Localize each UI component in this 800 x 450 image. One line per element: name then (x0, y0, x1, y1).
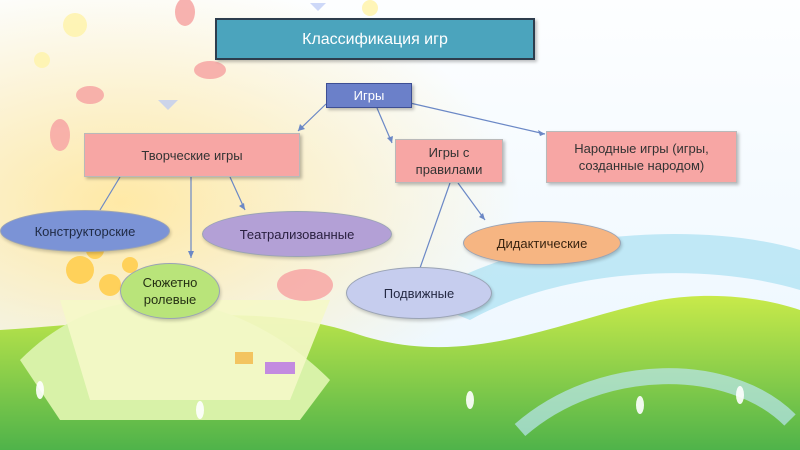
node-games-with-rules: Игры с правилами (395, 139, 503, 183)
node-role-play: Сюжетно ролевые (120, 263, 220, 319)
node-creative-games: Творческие игры (84, 133, 300, 177)
root-node: Игры (326, 83, 412, 108)
node-mobile: Подвижные (346, 267, 492, 319)
node-constructive: Конструкторские (0, 210, 170, 252)
node-didactic: Дидактические (463, 221, 621, 265)
node-folk-games: Народные игры (игры, созданные народом) (546, 131, 737, 183)
diagram-title: Классификация игр (215, 18, 535, 60)
node-theatrical: Театрализованные (202, 211, 392, 257)
